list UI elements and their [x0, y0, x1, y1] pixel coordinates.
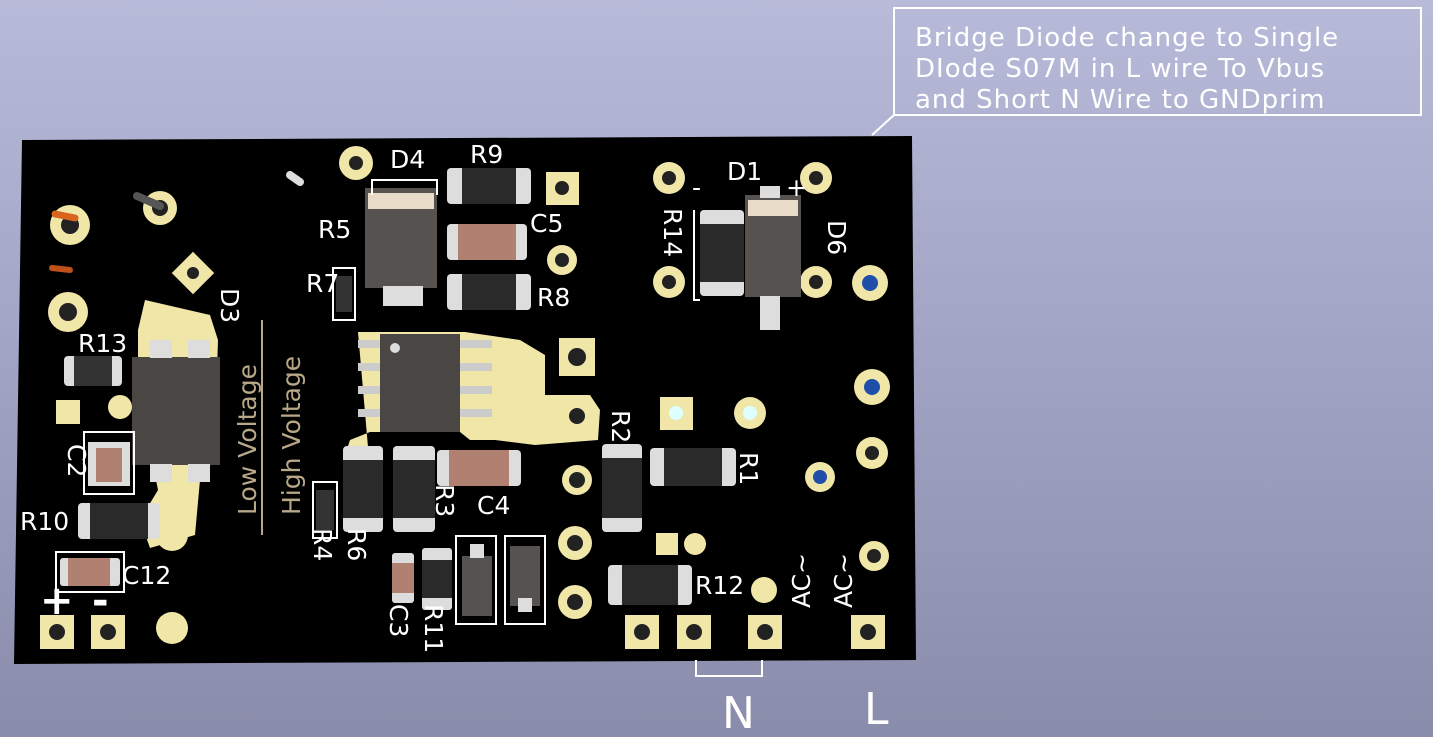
label-r11: R11: [419, 604, 448, 653]
label-r8: R8: [537, 283, 570, 312]
pad: [751, 577, 777, 603]
pad: [108, 395, 132, 419]
capacitor-c12: [55, 551, 125, 593]
pad: [56, 400, 80, 424]
smd-components: [55, 168, 801, 625]
label-r4: R4: [308, 528, 337, 561]
label-d4: D4: [390, 145, 425, 174]
label-r2: R2: [606, 410, 635, 443]
label-c5: C5: [530, 209, 563, 238]
label-c4: C4: [477, 491, 510, 520]
resistor-r4: [312, 481, 338, 539]
label-low-voltage: Low Voltage: [233, 364, 262, 515]
label-minus: -: [92, 578, 109, 624]
label-plus: +: [40, 578, 74, 624]
label-r12: R12: [695, 571, 744, 600]
component-leads: [49, 171, 304, 273]
label-d1: D1: [727, 157, 762, 186]
label-r1: R1: [734, 452, 763, 485]
label-c3: C3: [384, 604, 413, 637]
label-c2: C2: [62, 444, 91, 477]
pad: [156, 612, 188, 644]
annotation-box: [893, 7, 1422, 116]
label-d6: D6: [822, 220, 851, 255]
label-ac-2: AC~: [829, 553, 858, 608]
label-ac-1: AC~: [787, 553, 816, 608]
through-hole-pads: [40, 146, 890, 649]
silkscreen-labels: D4 R9 R5 C5 R7 R8 D1 - + R14 D6 D3 R13 C…: [20, 140, 858, 653]
label-r5: R5: [318, 215, 351, 244]
pad: [656, 533, 678, 555]
label-r14: R14: [658, 208, 687, 257]
annotation-line-2: DIode S07M in L wire To Vbus: [915, 54, 1325, 84]
optocoupler: [132, 357, 220, 465]
resistor-r7: [332, 267, 356, 321]
annotation-line-1: Bridge Diode change to Single: [915, 23, 1339, 53]
label-r9: R9: [470, 140, 503, 169]
label-c12: C12: [122, 561, 171, 590]
label-r13: R13: [78, 329, 127, 358]
label-r10: R10: [20, 507, 69, 536]
label-neutral: N: [722, 688, 755, 737]
annotation-line-3: and Short N Wire to GNDprim: [915, 85, 1325, 115]
annotation-callout: Bridge Diode change to Single DIode S07M…: [871, 7, 1422, 136]
label-high-voltage: High Voltage: [277, 356, 306, 515]
label-d1-plus: +: [786, 173, 807, 202]
label-r3: R3: [430, 484, 459, 517]
label-r7: R7: [306, 269, 339, 298]
pad: [156, 519, 188, 551]
diode-small-2: [504, 535, 546, 625]
label-d3: D3: [215, 288, 244, 323]
label-line: L: [864, 684, 889, 735]
diode-small-1: [455, 535, 497, 625]
pad: [684, 533, 706, 555]
neutral-bracket: [695, 660, 763, 677]
label-d1-minus: -: [692, 173, 701, 202]
annotation-leader: [871, 95, 895, 136]
label-r6: R6: [342, 528, 371, 561]
capacitor-c2: [83, 431, 135, 495]
